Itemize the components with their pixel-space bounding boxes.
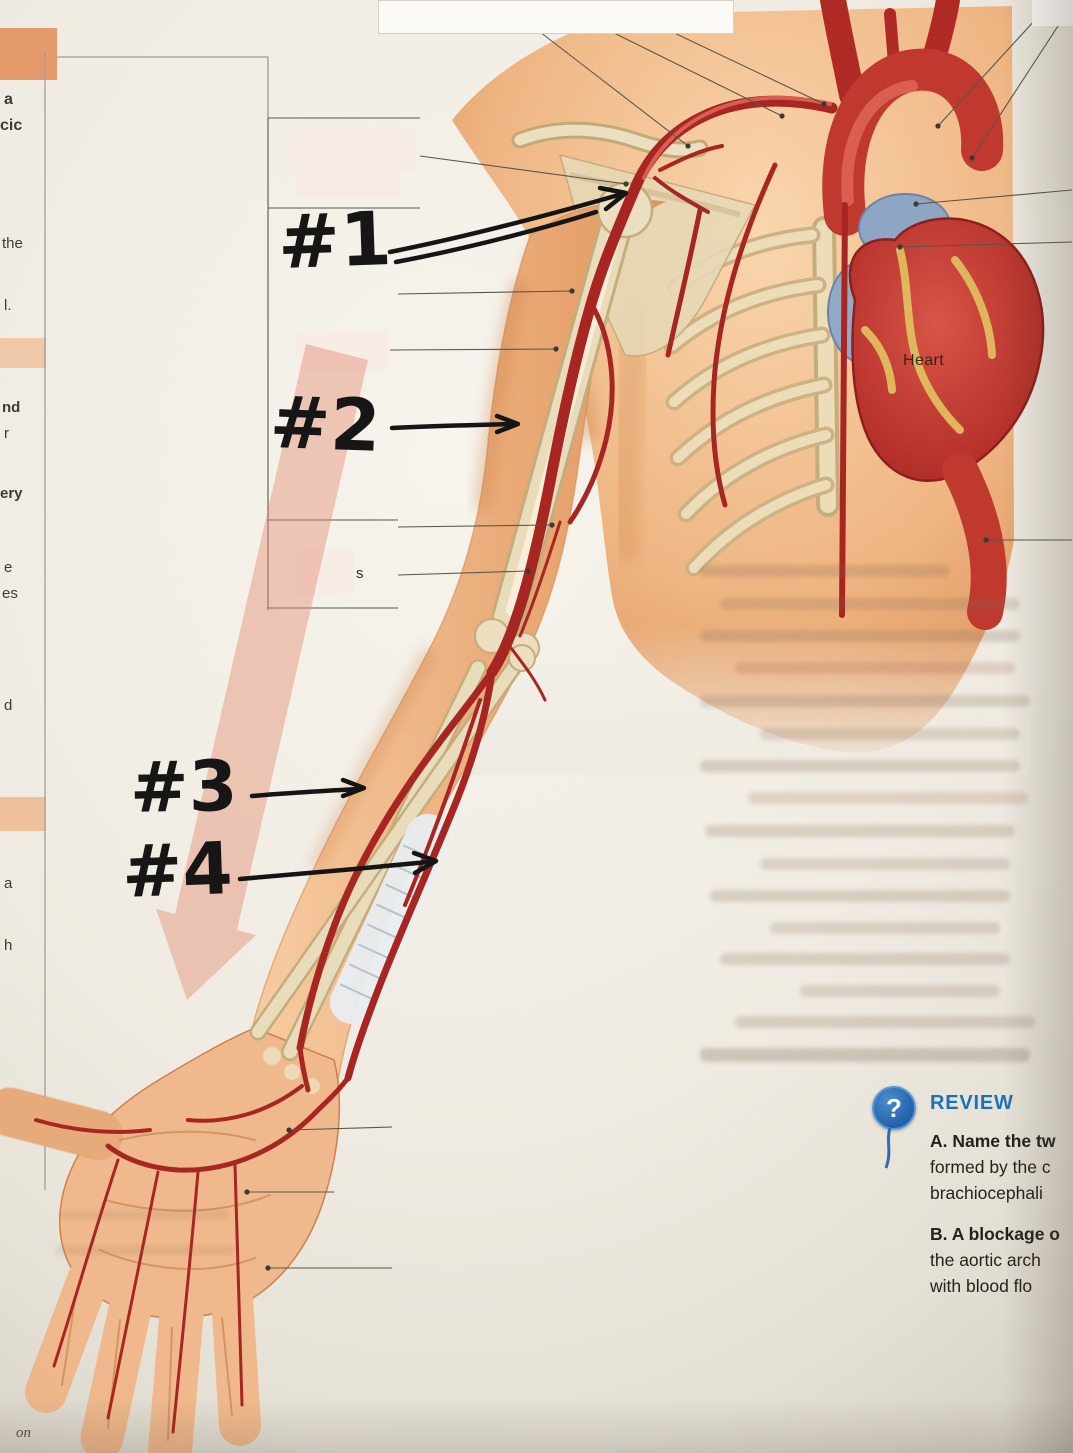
page-bleedthrough-line	[700, 760, 1020, 772]
page-bleedthrough-line	[735, 1016, 1035, 1028]
page-bleedthrough-line	[60, 1210, 230, 1220]
arrow-3	[249, 786, 361, 799]
heart-label: Heart	[903, 352, 945, 369]
page-bleedthrough-line	[760, 728, 1020, 740]
sidebar-text-fragment: d	[4, 697, 13, 714]
sidebar-text-fragment: es	[2, 585, 18, 602]
covered-label-box-top	[378, 0, 734, 34]
review-line: with blood flo	[930, 1276, 1033, 1296]
sidebar-text-fragment: r	[4, 425, 9, 442]
sidebar-text-fragment: e	[4, 559, 13, 576]
page-bleedthrough-line	[705, 825, 1015, 837]
page-bleedthrough-line	[735, 662, 1015, 674]
whiteout-patches	[288, 128, 416, 596]
handwritten-mark-4: #4	[120, 826, 234, 914]
arteries	[34, 95, 848, 1434]
descending-aorta	[942, 452, 1007, 630]
handwritten-mark-1: #1	[276, 196, 393, 286]
page-bleedthrough-line	[710, 890, 1010, 902]
sidebar-text-fragment: h	[4, 937, 13, 954]
question-icon: ?	[872, 1086, 916, 1130]
sidebar-text-fragment: nd	[2, 399, 21, 416]
sidebar-text-fragment: the	[2, 235, 23, 252]
page-bleedthrough-line	[800, 985, 1000, 997]
page-bleedthrough-line	[720, 598, 1020, 610]
radial-artery	[296, 668, 496, 1052]
caption-fragment: on	[16, 1425, 31, 1441]
covered-label-box-top-right	[1032, 0, 1073, 26]
hand	[0, 1027, 341, 1453]
lateral-thoracic-artery	[710, 162, 778, 508]
deep-palmar-arch	[186, 1084, 304, 1123]
handwritten-mark-3: #3	[129, 745, 239, 829]
sidebar-table-ruling	[0, 28, 269, 1190]
arrow-2	[389, 421, 515, 431]
sidebar-text-fragment: l.	[4, 297, 12, 314]
deep-brachial-artery	[567, 302, 615, 525]
interosseous-artery	[403, 698, 482, 907]
heart-body	[848, 217, 1045, 483]
page-bleedthrough-line	[700, 1048, 1030, 1062]
review-line: the aortic arch	[930, 1250, 1041, 1270]
ulnar-artery	[344, 668, 496, 1082]
review-title: REVIEW	[930, 1092, 1014, 1114]
page-bleedthrough-line	[700, 630, 1020, 642]
review-line: A. Name the tw	[930, 1131, 1056, 1151]
question-icon-tail	[884, 1128, 892, 1169]
sidebar-text-fragment: a	[4, 875, 13, 892]
page-bleedthrough-line	[55, 1245, 235, 1255]
superficial-palmar-arch	[105, 1107, 321, 1173]
page-bleedthrough-line	[770, 922, 1000, 934]
label-leader-lines	[244, 7, 1073, 1271]
page-bleedthrough-line	[748, 792, 1028, 804]
page-bleedthrough-line	[760, 858, 1010, 870]
arrow-1	[387, 191, 625, 255]
partial-label-fragment: s	[356, 565, 364, 582]
arrow-4	[237, 859, 431, 882]
review-line: formed by the c	[930, 1157, 1051, 1177]
sidebar-text-fragment: cic	[0, 117, 23, 134]
pink-arrow-overlay	[156, 344, 368, 1000]
heart-and-great-vessels	[820, 0, 1045, 630]
sidebar-text-fragment: a	[4, 91, 13, 108]
page-bleedthrough-line	[700, 695, 1030, 707]
sidebar-text-fragment: ery	[0, 485, 23, 502]
review-line: brachiocephali	[930, 1183, 1043, 1203]
review-line: B. A blockage o	[930, 1224, 1060, 1244]
handwritten-mark-2: #2	[268, 380, 382, 468]
coronary-vessels	[861, 246, 996, 434]
page-bleedthrough-line	[700, 565, 950, 577]
internal-thoracic-artery	[839, 202, 848, 618]
handwritten-arrows	[237, 185, 629, 882]
page-bleedthrough-line	[720, 953, 1010, 965]
